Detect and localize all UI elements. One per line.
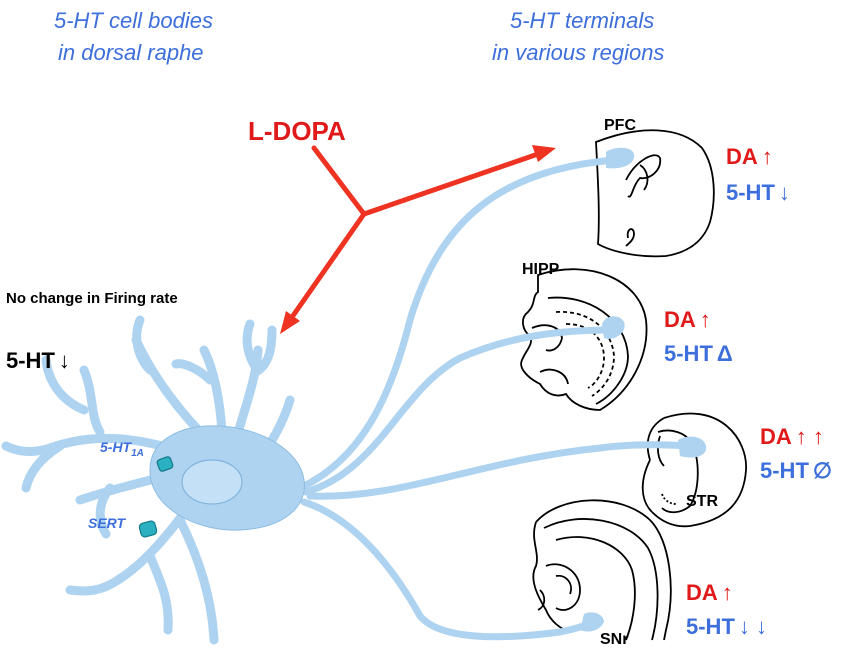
double-down-arrow-icon: ↓ ↓ [738,614,768,639]
region-name-snr: SNr [600,631,629,648]
region-name-hipp: HIPP [522,261,560,278]
snr-da: DA↑ [686,580,733,605]
sert-transporter-icon [138,520,158,538]
right-header-line1: 5-HT terminals [510,8,655,33]
str-5ht: 5-HT∅ [760,458,833,483]
hipp-section [520,268,648,411]
left-header-line2: in dorsal raphe [58,40,204,65]
double-up-arrow-icon: ↑ ↑ [795,424,824,449]
region-name-pfc: PFC [604,117,636,134]
snr-5ht: 5-HT↓ ↓ [686,614,768,639]
pfc-section [595,129,715,258]
snr-section [532,499,672,641]
up-arrow-icon: ↑ [761,144,773,169]
ldopa-arrows [287,145,541,323]
down-arrow-icon: ↓ [58,348,70,373]
drug-label: L-DOPA [248,116,346,146]
down-arrow-icon: ↓ [778,180,790,205]
right-header-line2: in various regions [492,40,665,65]
up-arrow-icon: ↑ [699,307,711,332]
pfc-da: DA↑ [726,144,773,169]
raphe-5ht-label: 5-HT [6,348,55,373]
delta-icon: Δ [716,341,733,366]
str-da: DA↑ ↑ [760,424,824,449]
region-name-str: STR [686,493,718,510]
raphe-5ht: 5-HT↓ [6,350,70,372]
hipp-da: DA↑ [664,307,711,332]
left-header-line1: 5-HT cell bodies [54,8,213,33]
sert-label: SERT [88,515,126,531]
serotonin-neuron [1,147,707,645]
str-section [641,412,747,528]
ht1a-receptor-icon [156,456,174,472]
up-arrow-icon: ↑ [721,580,733,605]
pfc-5ht: 5-HT↓ [726,180,790,205]
raphe-note: No change in Firing rate [6,290,178,307]
ldopa-arrowheads [280,145,556,334]
ht1a-label: 5-HT1A [100,439,144,459]
empty-set-icon: ∅ [812,458,833,483]
